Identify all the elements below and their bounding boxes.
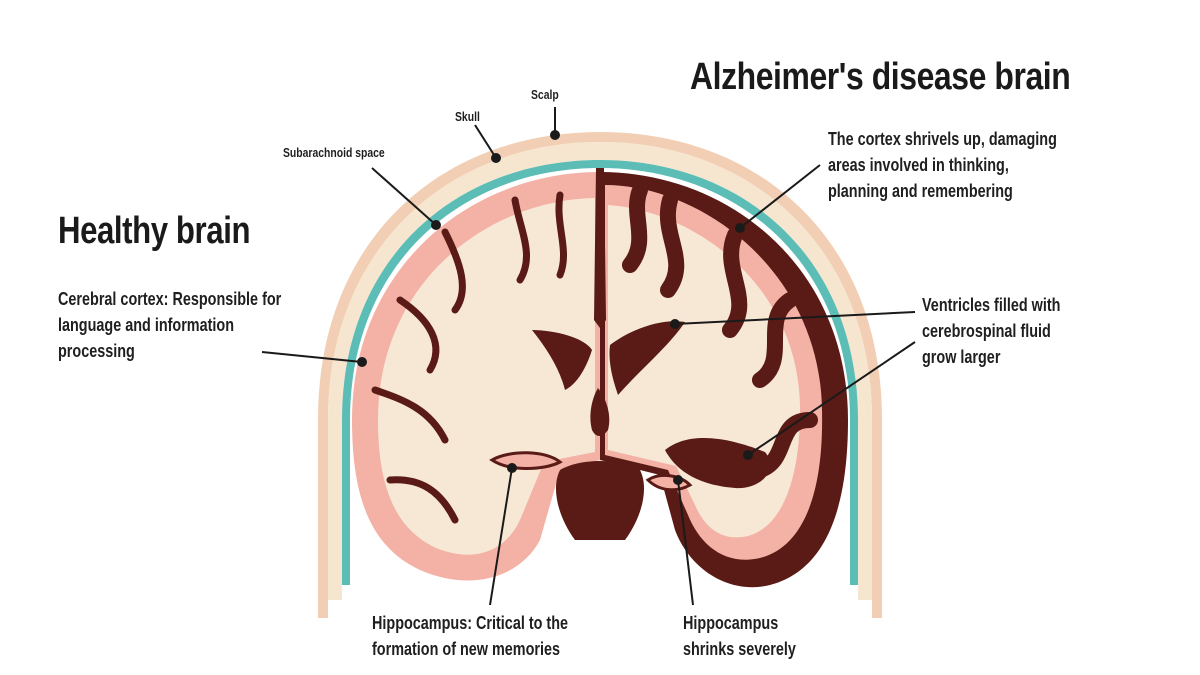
ventricles-label: Ventricles filled with cerebrospinal flu… xyxy=(922,292,1060,370)
healthy-brain-title: Healthy brain xyxy=(58,210,251,252)
alz-cortex-line: planning and remembering xyxy=(828,181,1013,202)
scalp-label: Scalp xyxy=(531,87,559,102)
cerebral-cortex-line: language and information xyxy=(58,315,235,336)
skull-label: Skull xyxy=(455,109,480,124)
healthy-hippocampus-line: formation of new memories xyxy=(372,639,561,660)
healthy-hippocampus xyxy=(489,451,563,470)
healthy-sulci xyxy=(371,191,567,524)
alz-cortex-line: areas involved in thinking, xyxy=(828,155,1009,176)
alz-cortex-label: The cortex shrivels up, damaging areas i… xyxy=(828,126,1057,204)
ventricles-line: grow larger xyxy=(922,347,1001,368)
ventricles-line: cerebrospinal fluid xyxy=(922,321,1051,342)
longitudinal-fissure xyxy=(594,168,606,328)
cerebral-cortex-line: Cerebral cortex: Responsible for xyxy=(58,289,282,309)
alz-hippocampus-label: Hippocampus shrinks severely xyxy=(683,610,796,662)
healthy-ventricle xyxy=(532,330,592,390)
cerebral-cortex-line: processing xyxy=(58,341,135,362)
leader-lines xyxy=(261,107,916,606)
healthy-hippocampus-label: Hippocampus: Critical to the formation o… xyxy=(372,610,568,662)
subarachnoid-space-label: Subarachnoid space xyxy=(283,145,385,160)
healthy-hippocampus-line: Hippocampus: Critical to the xyxy=(372,613,569,633)
alzheimers-brain-title: Alzheimer's disease brain xyxy=(690,56,1071,98)
alz-cortex-line: The cortex shrivels up, damaging xyxy=(828,129,1057,149)
alz-temporal-horn xyxy=(665,437,771,489)
alz-hippocampus-line: shrinks severely xyxy=(683,639,796,660)
ventricles-line: Ventricles filled with xyxy=(922,295,1061,315)
cerebral-cortex-label: Cerebral cortex: Responsible for languag… xyxy=(58,286,281,364)
alz-ventricle-enlarged xyxy=(609,321,685,395)
alz-hippocampus-line: Hippocampus xyxy=(683,613,779,633)
third-ventricle xyxy=(590,388,610,436)
brainstem-base xyxy=(555,461,645,540)
